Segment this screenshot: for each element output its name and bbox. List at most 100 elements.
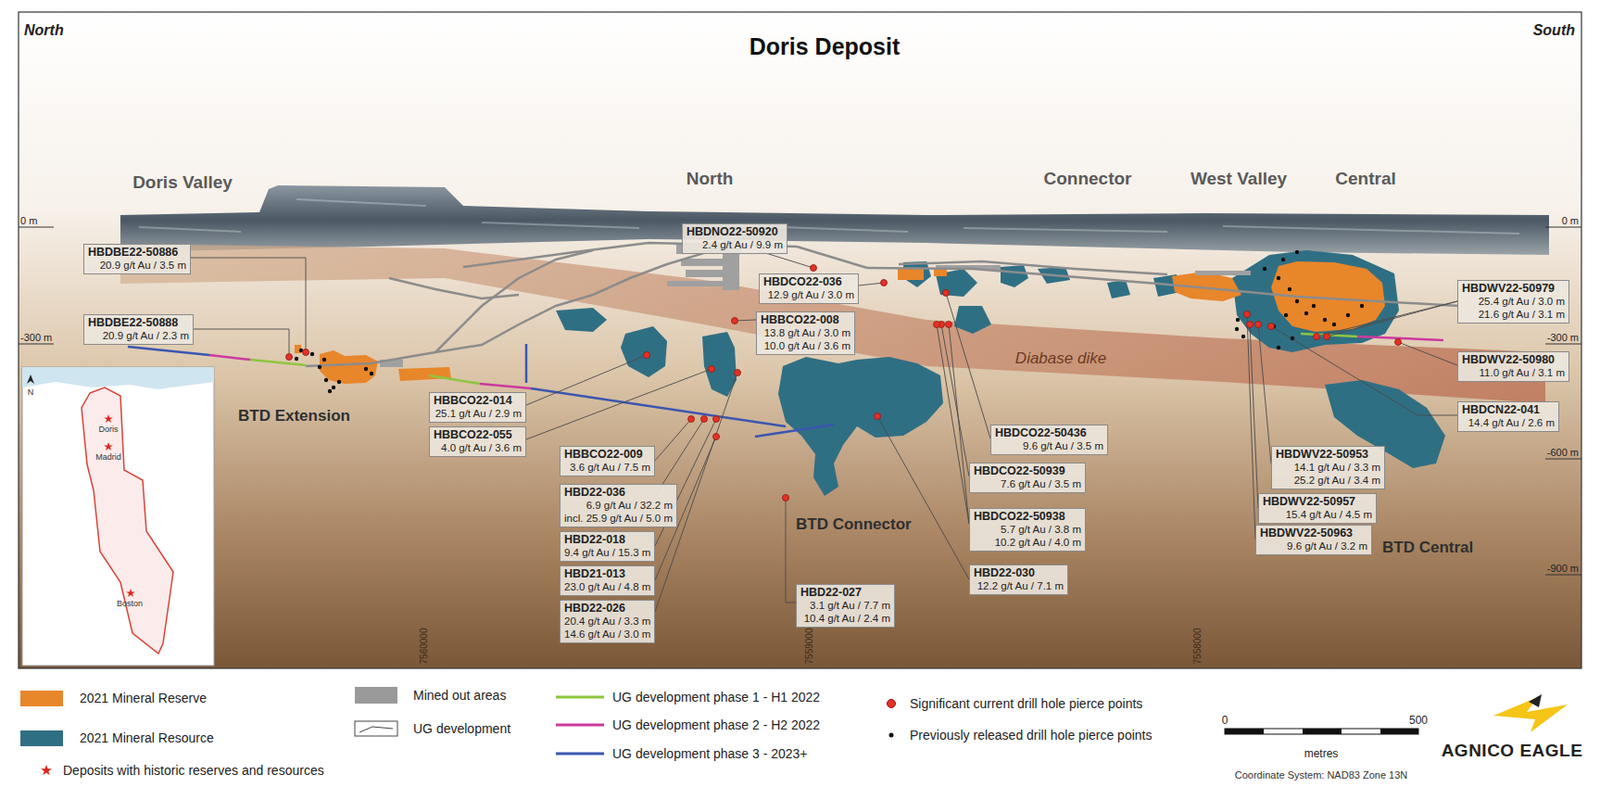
callout-box: HBDWV22-509639.6 g/t Au / 3.2 m [1255, 524, 1373, 555]
company-name: AGNICO EAGLE [1441, 740, 1584, 761]
drill-hole-id: HBDBE22-50888 [88, 315, 189, 329]
pierce-dot [713, 415, 720, 423]
callout-box: HBDCO22-504369.6 g/t Au / 3.5 m [990, 424, 1109, 455]
pierce-dot [327, 389, 332, 393]
legend-text: UG development [413, 720, 511, 736]
callout-box: HBDCN22-04114.4 g/t Au / 2.6 m [1457, 401, 1560, 432]
assay-result: 3.1 g/t Au / 7.7 m [800, 598, 891, 612]
resource-block [620, 326, 668, 378]
drill-hole-id: HBDNO22-50920 [686, 225, 783, 239]
callout-box: HBDCO22-03612.9 g/t Au / 3.0 m [758, 273, 859, 304]
drill-hole-id: HBDCN22-041 [1461, 403, 1555, 416]
reserve-block [319, 350, 378, 384]
mined-area [667, 280, 732, 287]
ug-ramp [435, 250, 593, 353]
callout-box: HBD22-0189.4 g/t Au / 15.3 m [559, 530, 656, 562]
north-label: N [27, 387, 35, 397]
leader-line [655, 418, 692, 461]
legend-text: UG development phase 2 - H2 2022 [612, 717, 820, 732]
callout-box: HBD22-03012.2 g/t Au / 7.1 m [969, 564, 1069, 595]
mineral-resource [555, 250, 1446, 496]
leader-line [785, 497, 796, 603]
zone-name: Doris Valley [132, 172, 233, 193]
drill-hole-id: HBDWV22-50953 [1275, 447, 1381, 461]
pierce-dot [731, 317, 739, 325]
callout-box: HBDWV22-5098011.0 g/t Au / 3.1 m [1457, 351, 1570, 382]
scale-label: 500 [1409, 713, 1428, 727]
assay-result: 9.6 g/t Au / 3.2 m [1259, 539, 1368, 553]
leader-line [526, 354, 647, 405]
assay-result: 25.1 g/t Au / 2.9 m [433, 406, 522, 420]
leader-line [941, 324, 970, 477]
phase2-line [209, 354, 251, 360]
inset-map [22, 366, 215, 666]
assay-result: 25.2 g/t Au / 3.4 m [1275, 473, 1381, 487]
pierce-dot [734, 369, 742, 377]
pierce-dot [1395, 339, 1402, 346]
leader-line [1398, 341, 1458, 366]
legend-swatch [354, 686, 398, 704]
drill-hole-id: HBBCO22-009 [564, 447, 651, 461]
leader-line [1326, 301, 1458, 337]
pierce-dot [701, 415, 708, 423]
assay-result: 15.4 g/t Au / 4.5 m [1262, 507, 1373, 521]
drill-hole-id: HBDWV22-50980 [1461, 352, 1565, 366]
callout-box: HBBCO22-01425.1 g/t Au / 2.9 m [428, 391, 527, 423]
scale-frame [1224, 728, 1419, 734]
assay-result: 10.2 g/t Au / 4.0 m [973, 535, 1082, 549]
drill-hole-id: HBDWV22-50963 [1259, 526, 1368, 540]
pierce-dot [1241, 334, 1246, 339]
phase2-line [479, 383, 531, 389]
company-logo [1493, 693, 1568, 732]
dike-label: Diabase dike [1015, 349, 1107, 368]
surface-terrain [120, 185, 1550, 255]
deposit-name: Boston [116, 598, 143, 608]
depth-label: -300 m [1547, 331, 1579, 343]
depth-label: 0 m [1562, 214, 1579, 227]
pierce-dot [688, 415, 695, 423]
phase3-line [755, 424, 834, 437]
terrain-streak [138, 199, 1520, 234]
leader-line [1258, 324, 1272, 464]
corner-label: North [24, 22, 64, 39]
assay-result: 12.9 g/t Au / 3.0 m [763, 288, 855, 302]
callout-box: HBBCO22-00813.8 g/t Au / 3.0 m10.0 g/t A… [755, 311, 856, 355]
pierce-dot [364, 366, 368, 371]
zone-name: Connector [1044, 168, 1133, 189]
leader-line [193, 328, 290, 357]
mined-area [1195, 270, 1251, 276]
drill-hole-id: HBD21-013 [564, 566, 651, 580]
assay-result: 12.2 g/t Au / 7.1 m [973, 579, 1064, 593]
pierce-dot [1276, 276, 1281, 280]
zone-label: BTD Central [1382, 538, 1474, 557]
leader-line [936, 324, 970, 524]
pierce-dot [1287, 287, 1292, 291]
mineral-reserve [294, 261, 1386, 384]
assay-result: 14.6 g/t Au / 3.0 m [564, 627, 651, 641]
drill-hole-id: HBDCO22-50939 [973, 464, 1082, 478]
assay-result: 11.0 g/t Au / 3.1 m [1461, 365, 1565, 379]
zone-label: BTD Extension [238, 406, 351, 426]
legend-text: Significant current drill hole pierce po… [909, 695, 1143, 711]
pierce-dot [322, 357, 327, 362]
callout-box: HBDCO22-509397.6 g/t Au / 3.5 m [969, 462, 1086, 493]
legend-phase1 [555, 695, 605, 699]
phase3-line [530, 388, 786, 427]
drill-hole-id: HBDBE22-50886 [88, 245, 187, 259]
pierce-dot [782, 494, 790, 502]
zone-label: BTD Connector [795, 515, 912, 534]
legend-text: UG development phase 1 - H1 2022 [612, 689, 820, 705]
drill-hole-id: HBD22-030 [973, 566, 1064, 580]
phase3-line [525, 343, 529, 383]
previous-pierce-points [294, 250, 1364, 393]
assay-result: 21.6 g/t Au / 3.1 m [1461, 307, 1565, 321]
assay-result: 3.6 g/t Au / 7.5 m [564, 460, 651, 474]
pierce-dot [1313, 333, 1321, 341]
drill-hole-id: HBBCO22-055 [433, 428, 522, 441]
callout-box: HBD21-01323.0 g/t Au / 4.8 m [559, 565, 656, 596]
assay-result: 10.4 g/t Au / 2.4 m [800, 611, 891, 625]
legend-red-dot [887, 699, 896, 708]
pierce-dot [881, 279, 888, 287]
depth-tick [1545, 458, 1582, 460]
drill-hole-id: HBDWV22-50979 [1461, 281, 1565, 295]
